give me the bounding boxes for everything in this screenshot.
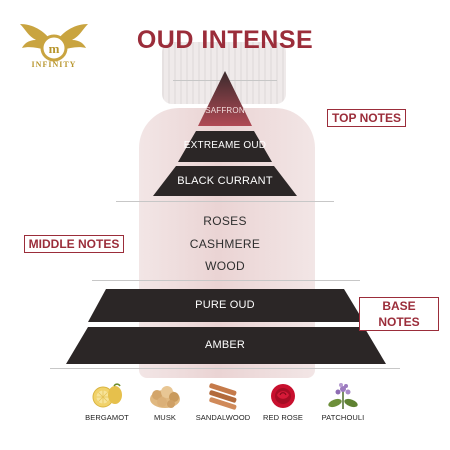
bergamot-icon [92, 383, 122, 408]
note-saffron: SAFFRON [205, 106, 245, 115]
note-wood: WOOD [205, 259, 245, 273]
tier-pure-oud [88, 289, 364, 322]
red-rose-icon [271, 384, 295, 408]
note-black-currant: BLACK CURRANT [177, 175, 273, 187]
ingredient-label: SANDALWOOD [195, 413, 251, 422]
ingredient-label: PATCHOULI [321, 413, 365, 422]
ingredient-sandalwood: SANDALWOOD [188, 381, 258, 422]
tier-amber [66, 327, 386, 364]
note-amber: AMBER [204, 339, 246, 351]
top-notes-badge: TOP NOTES [327, 109, 406, 127]
note-roses: ROSES [203, 214, 247, 228]
tier-saffron [198, 71, 252, 126]
ingredient-bergamot: BERGAMOT [72, 381, 142, 422]
brand-name: INFINITY [31, 60, 77, 69]
divider-top-middle [116, 201, 334, 202]
ingredient-patchouli: PATCHOULI [308, 381, 378, 422]
patchouli-icon [328, 383, 358, 409]
divider-bottom [50, 368, 400, 369]
sandalwood-icon [209, 383, 237, 410]
note-cashmere: CASHMERE [189, 237, 261, 251]
infinity-logo-icon: m [20, 24, 88, 62]
middle-notes-badge: MIDDLE NOTES [24, 235, 124, 253]
tier-black-currant [153, 166, 297, 196]
ingredient-label: MUSK [153, 413, 177, 422]
page-title: OUD INTENSE [136, 26, 314, 54]
ingredient-red-rose: RED ROSE [248, 381, 318, 422]
base-notes-badge: BASE NOTES [359, 297, 439, 331]
divider-middle-base [92, 280, 360, 281]
note-extreame-oud: EXTREAME OUD [183, 140, 267, 151]
note-pure-oud: PURE OUD [195, 299, 255, 311]
tier-extreame-oud [178, 131, 272, 162]
bottle-cap-background [162, 42, 286, 104]
ingredient-musk: MUSK [130, 381, 200, 422]
ingredient-label: BERGAMOT [85, 413, 129, 422]
musk-icon [150, 386, 180, 408]
logo-monogram: m [49, 41, 60, 56]
ingredient-label: RED ROSE [263, 413, 303, 422]
